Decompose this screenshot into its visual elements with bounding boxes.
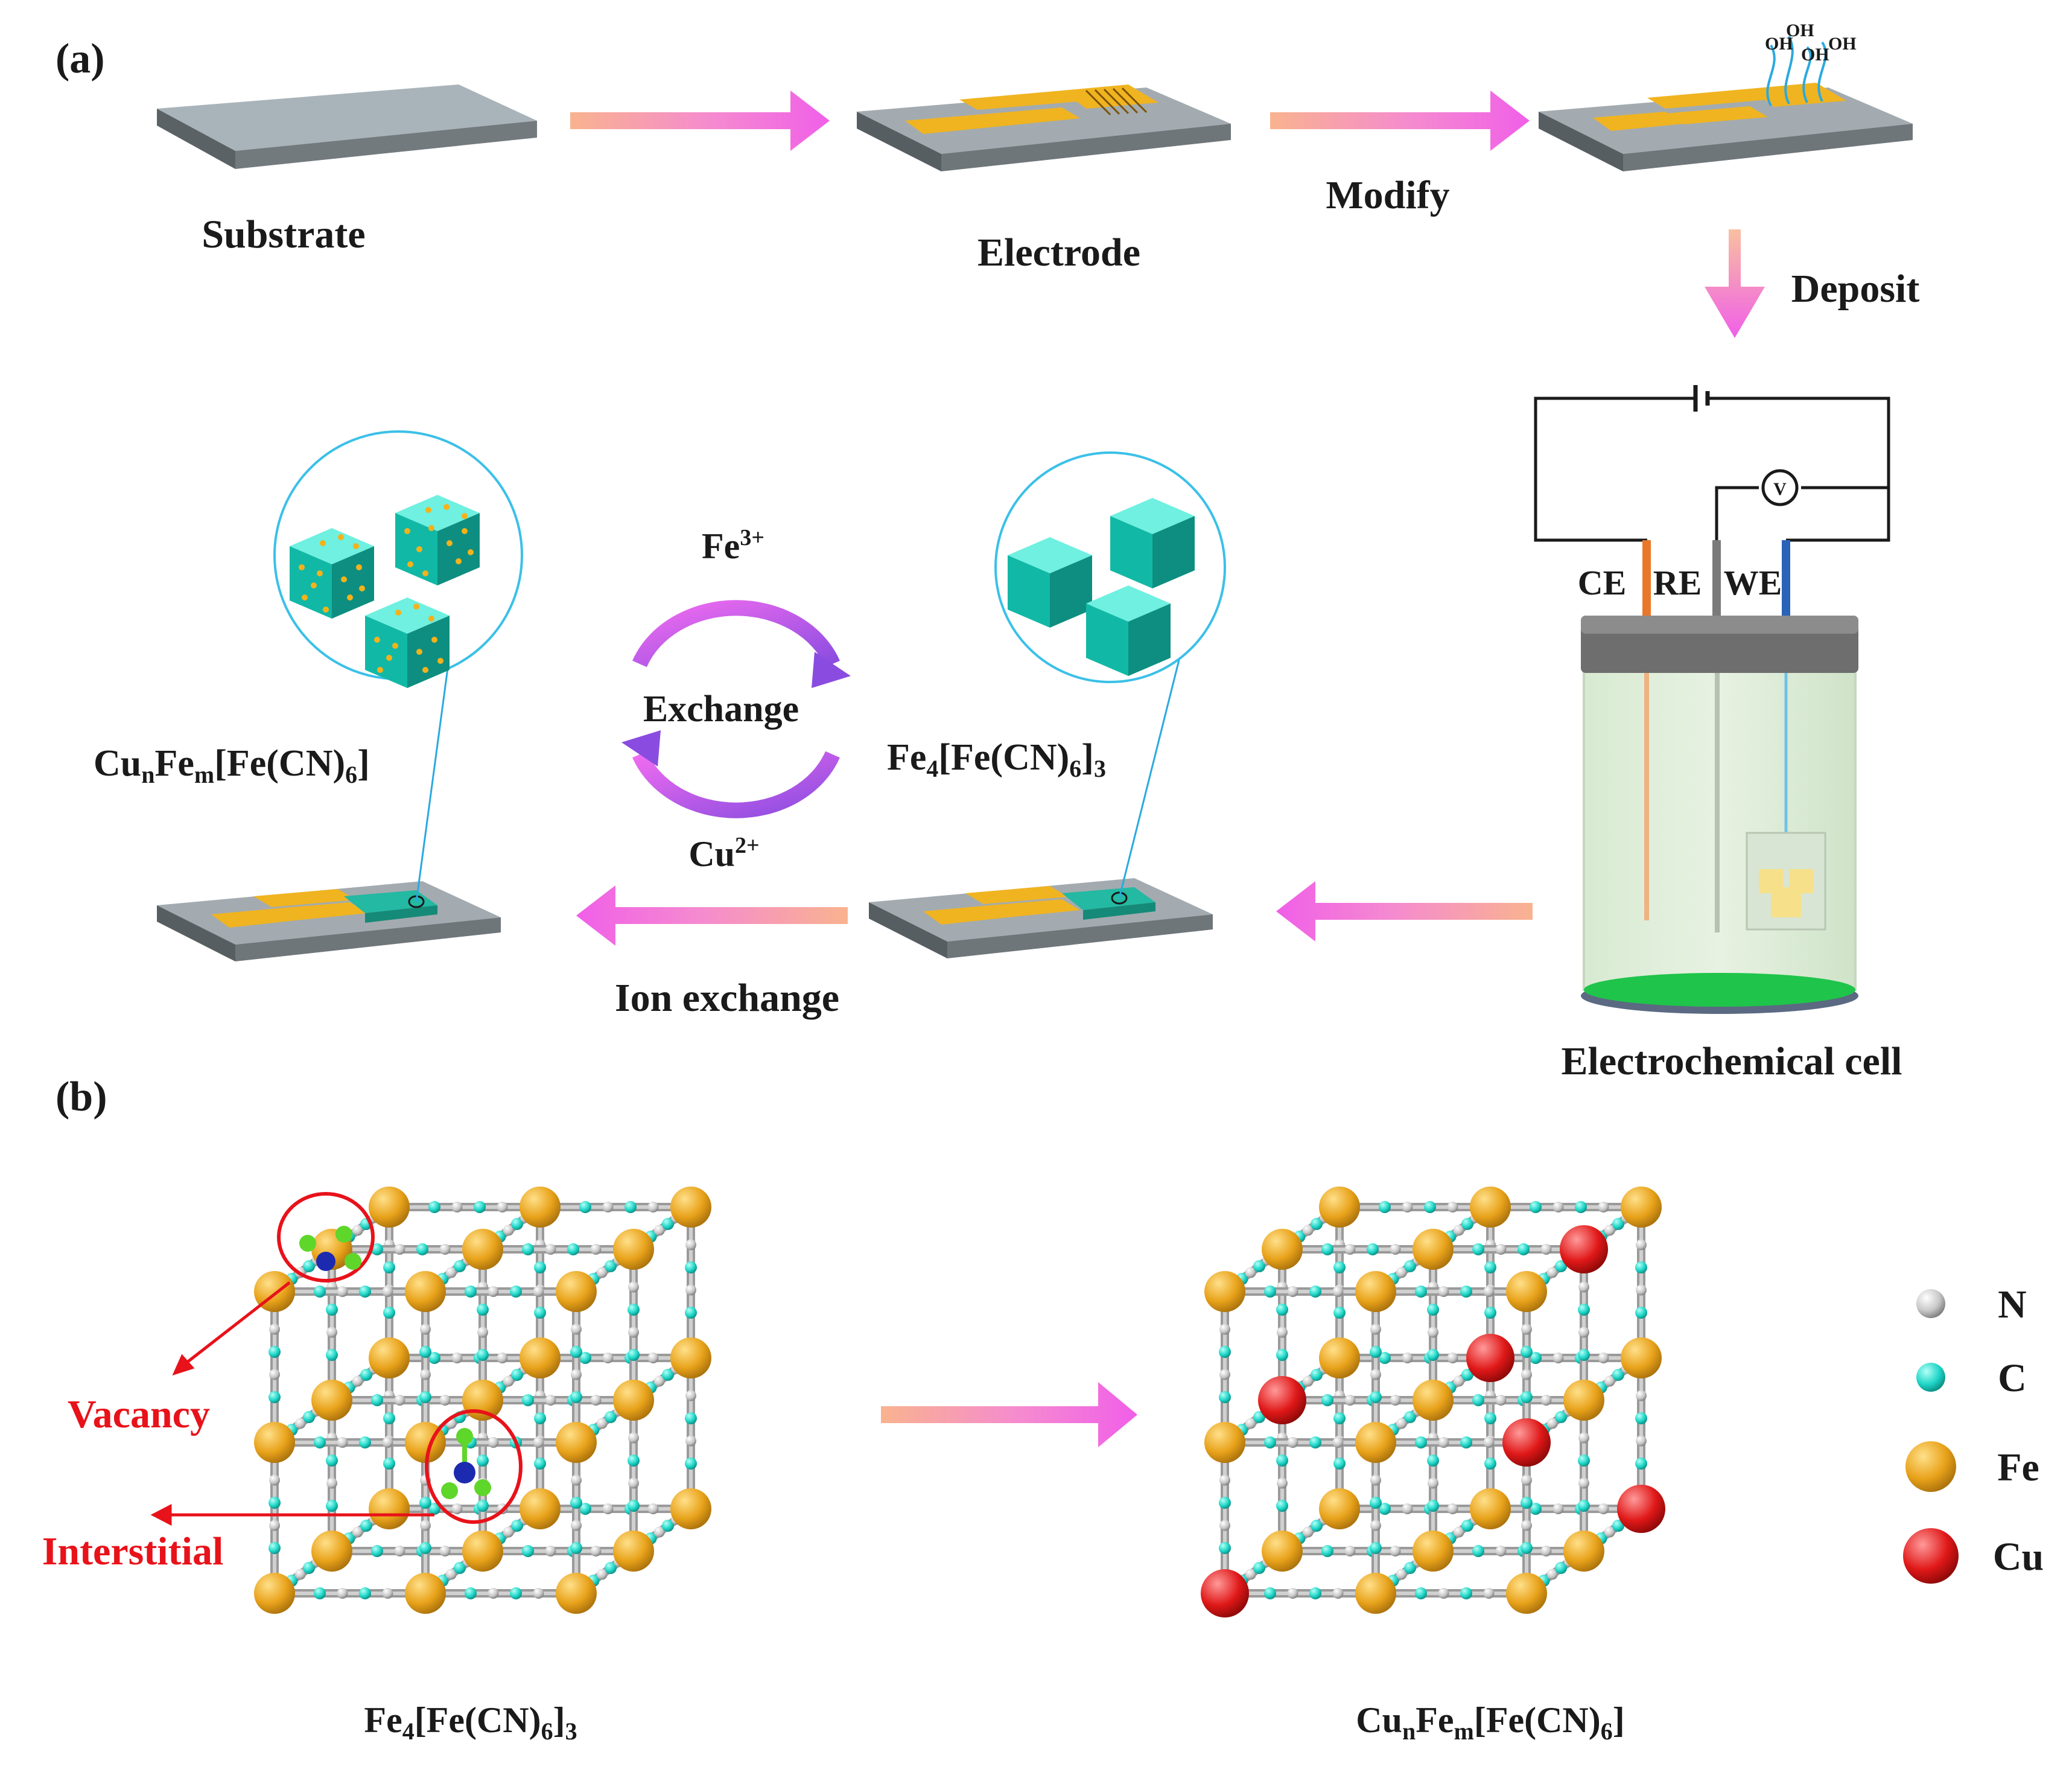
dotted-cube-3 <box>365 597 450 688</box>
prussian-blue-formula: Fe4[Fe(CN)6]3 <box>887 737 1106 782</box>
transformation-arrow <box>881 1382 1137 1447</box>
cube-2 <box>1110 498 1195 588</box>
lattice-prussian-blue <box>254 1187 711 1614</box>
re-lead <box>1712 540 1721 616</box>
surface-dots <box>299 504 474 673</box>
legend-item-c: C <box>1916 1356 2027 1400</box>
zoom-inset-product <box>273 430 523 902</box>
panel-a-label: (a) <box>56 36 105 82</box>
process-arrow-4 <box>576 885 848 946</box>
deposit-arrow <box>1705 229 1765 338</box>
cell-label: Electrochemical cell <box>1561 1039 1902 1083</box>
panel-b-label: (b) <box>56 1074 107 1120</box>
dotted-cube-2 <box>395 495 480 585</box>
svg-text:Cu: Cu <box>1993 1535 2044 1579</box>
vacancy-molecule <box>299 1226 361 1271</box>
svg-text:C: C <box>1998 1356 2027 1400</box>
fe3-ion: Fe3+ <box>702 525 764 566</box>
exchange-label: Exchange <box>643 689 799 730</box>
svg-text:RE: RE <box>1653 563 1702 602</box>
interstitial-label: Interstitial <box>42 1529 224 1573</box>
vacancy-label: Vacancy <box>68 1392 210 1436</box>
lattice-prussian-blue-formula: Fe4[Fe(CN)6]3 <box>364 1700 577 1745</box>
lattice-product <box>1201 1187 1665 1617</box>
legend-item-cu: Cu <box>1903 1528 2044 1584</box>
substrate-label: Substrate <box>202 212 365 257</box>
svg-text:OH: OH <box>1828 34 1857 54</box>
ion-exchange-label: Ion exchange <box>615 976 839 1020</box>
product-electrode <box>157 881 501 961</box>
legend-item-fe: Fe <box>1905 1441 2039 1492</box>
electrode-labels: CE RE WE <box>1578 563 1782 602</box>
svg-text:CE: CE <box>1578 563 1627 602</box>
svg-text:WE: WE <box>1724 563 1782 602</box>
deposit-label: Deposit <box>1791 267 1920 311</box>
we-lead <box>1782 540 1790 616</box>
dotted-cube-1 <box>290 528 374 619</box>
svg-text:N: N <box>1998 1283 2027 1327</box>
hydroxyl-chains <box>1766 36 1827 106</box>
substrate-plate <box>157 84 537 169</box>
svg-text:Fe: Fe <box>1997 1445 2039 1490</box>
process-arrow-3 <box>1276 881 1533 942</box>
svg-text:OH: OH <box>1786 21 1814 40</box>
voltmeter-symbol: V <box>1773 479 1787 499</box>
exchange-cycle <box>621 600 851 818</box>
oh-labels: OH OH OH OH <box>1765 21 1857 65</box>
electrode-plate <box>857 84 1231 171</box>
cube-3 <box>1086 585 1171 676</box>
circuit <box>1534 385 1890 542</box>
process-arrow-1 <box>570 91 830 151</box>
cu2-ion: Cu2+ <box>688 833 759 874</box>
modified-electrode-plate <box>1539 36 1913 171</box>
electrode-label: Electrode <box>977 231 1140 275</box>
interdigitated-fingers <box>1085 87 1148 116</box>
interstitial-molecule <box>441 1428 491 1499</box>
modify-label: Modify <box>1326 173 1449 217</box>
process-arrow-2 <box>1270 91 1530 151</box>
ce-lead <box>1642 540 1651 616</box>
lattice-product-formula: CunFem[Fe(CN)6] <box>1356 1700 1624 1745</box>
svg-text:OH: OH <box>1801 45 1829 65</box>
product-formula: CunFem[Fe(CN)6] <box>94 743 370 788</box>
svg-text:OH: OH <box>1765 34 1793 54</box>
annotation-arrows <box>150 1281 434 1526</box>
zoom-inset-prussian-blue <box>994 451 1226 899</box>
cube-1 <box>1008 537 1092 628</box>
prussian-blue-electrode <box>869 878 1213 958</box>
legend-item-n: N <box>1916 1283 2027 1327</box>
electrochemical-cell <box>1581 616 1858 1014</box>
legend: N C Fe Cu <box>1903 1283 2044 1584</box>
